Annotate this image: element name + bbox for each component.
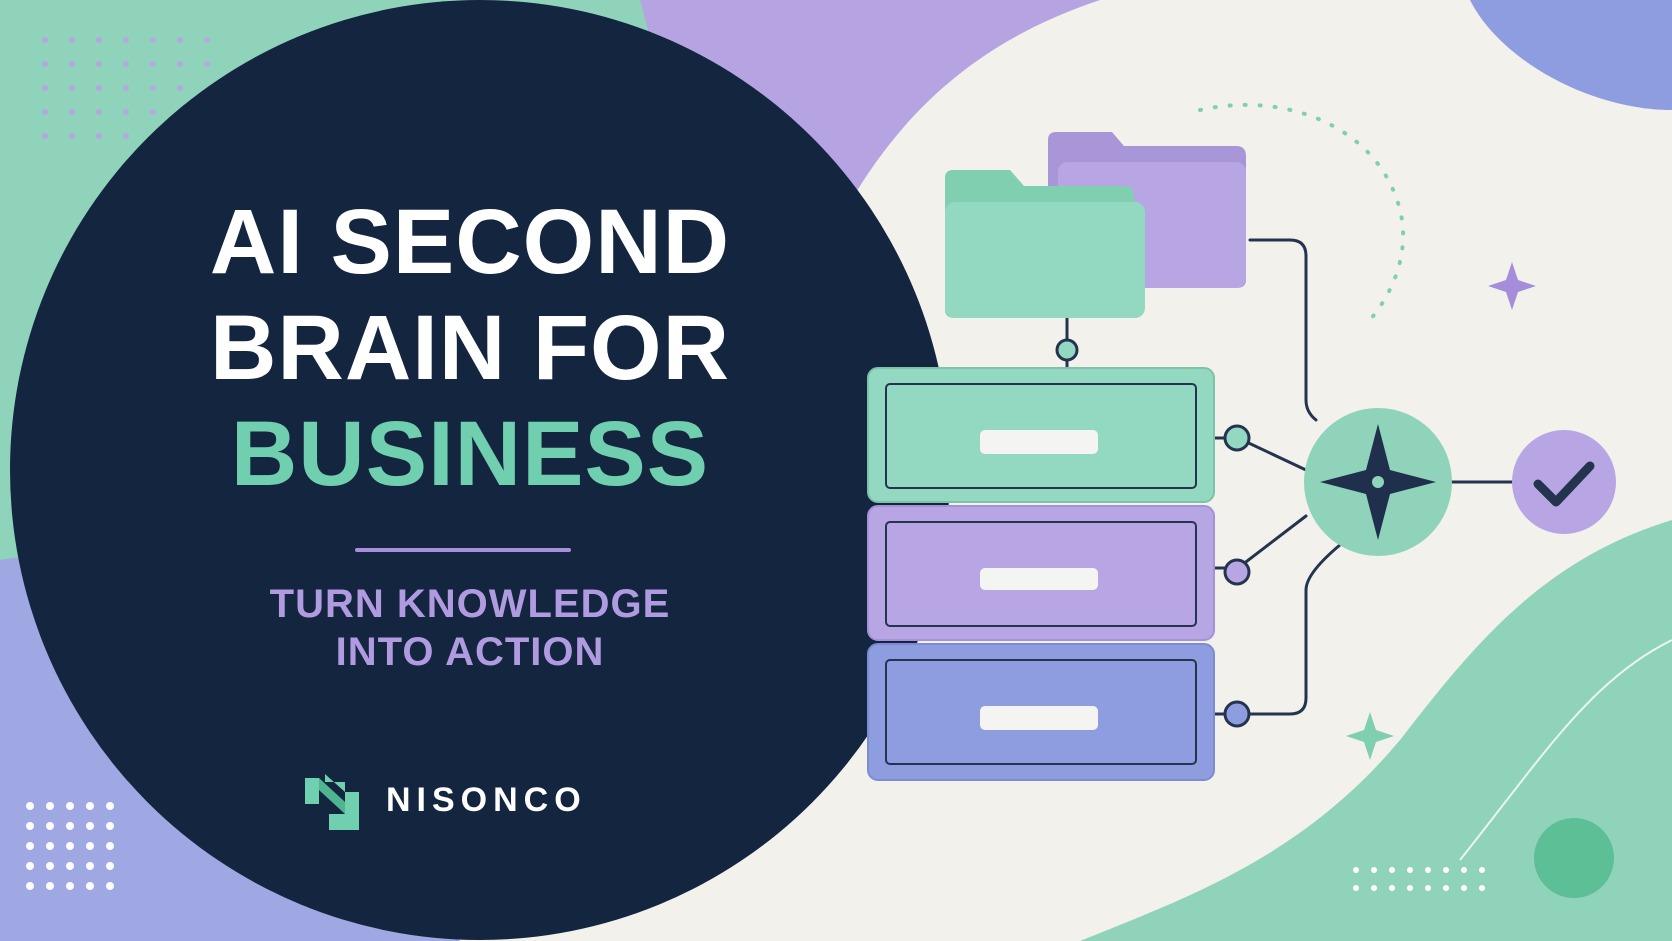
headline-divider <box>355 548 571 552</box>
dot-grid-top-left <box>42 37 210 139</box>
periwinkle-blob-top-right <box>1470 0 1672 110</box>
nisonco-logo-icon <box>305 774 359 830</box>
headline-line-3: BUSINESS <box>230 403 710 505</box>
tagline-line-2: INTO ACTION <box>335 630 605 674</box>
dot-grid-bottom-left <box>26 802 114 890</box>
headline-line-1: AI SECOND <box>209 191 731 293</box>
connector-node <box>1055 338 1079 362</box>
folder-icon <box>945 170 1145 318</box>
compass-star-icon <box>1304 408 1452 556</box>
green-dot-decoration <box>1534 818 1614 898</box>
file-cabinet-icon <box>867 367 1215 781</box>
connector-node <box>1223 558 1251 586</box>
dotted-arc <box>1198 102 1406 322</box>
brand-name: NISONCO <box>386 781 587 819</box>
sparkle-icon <box>1488 262 1536 310</box>
dot-grid-bottom-right <box>1353 867 1485 891</box>
sparkle-icon <box>1346 712 1394 760</box>
connector-node <box>1223 424 1251 452</box>
tagline-line-1: TURN KNOWLEDGE <box>269 582 671 626</box>
headline-line-2: BRAIN FOR <box>209 297 731 399</box>
navy-circle <box>10 0 950 940</box>
mint-wave-bottom-right <box>1080 520 1672 941</box>
checkmark-icon <box>1512 430 1616 534</box>
wave-line <box>1459 639 1672 861</box>
connector-node <box>1223 700 1251 728</box>
